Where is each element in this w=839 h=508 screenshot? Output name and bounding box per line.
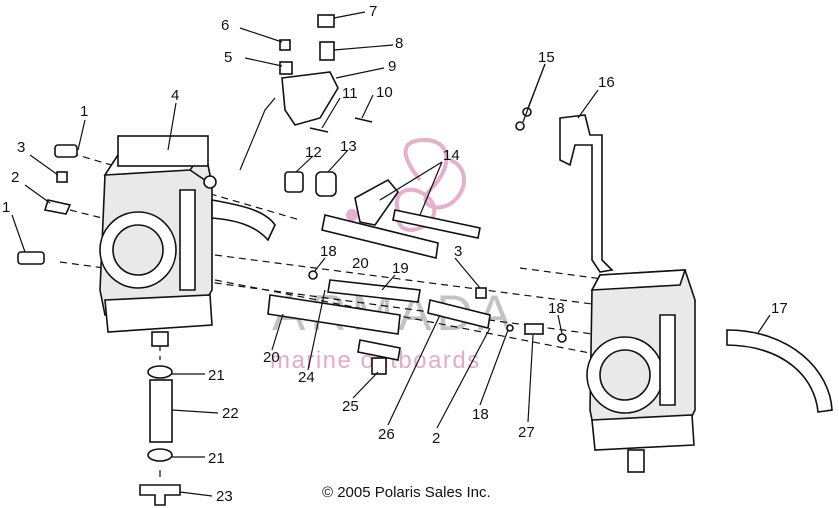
callout-18-right: 18 <box>548 300 565 317</box>
callout-7: 7 <box>369 3 377 20</box>
throttle-linkage <box>354 178 481 239</box>
center-linkage <box>371 287 567 375</box>
callout-17: 17 <box>771 300 788 317</box>
callout-24: 24 <box>298 369 315 386</box>
vent-fittings <box>284 171 337 197</box>
callout-27: 27 <box>518 424 535 441</box>
callout-19: 19 <box>392 260 409 277</box>
callout-13: 13 <box>340 138 357 155</box>
callout-21-upper: 21 <box>208 367 225 384</box>
callouts: 1 4 3 2 1 6 7 5 8 9 11 10 12 13 14 18 20… <box>2 3 788 505</box>
leader-lines <box>11 11 771 497</box>
callout-3-center: 3 <box>454 243 462 260</box>
callout-9: 9 <box>388 58 396 75</box>
fuel-tee-stack <box>139 365 181 506</box>
left-hardware <box>17 144 318 280</box>
watermark: ARMADA marine outboards <box>270 137 511 374</box>
callout-4: 4 <box>171 87 179 104</box>
callout-1-lower: 1 <box>2 199 10 216</box>
callout-22: 22 <box>222 405 239 422</box>
throttle-shafts <box>267 214 439 361</box>
right-carburetor <box>586 269 696 473</box>
callout-8: 8 <box>395 35 403 52</box>
callout-2-center: 2 <box>432 430 440 447</box>
callout-26: 26 <box>378 426 395 443</box>
callout-21-lower: 21 <box>208 450 225 467</box>
callout-25: 25 <box>342 398 359 415</box>
callout-5: 5 <box>224 49 232 66</box>
callout-18-upper: 18 <box>320 243 337 260</box>
callout-2-left: 2 <box>11 169 19 186</box>
callout-10: 10 <box>376 84 393 101</box>
callout-18-lower: 18 <box>472 406 489 423</box>
callout-20-lower: 20 <box>263 349 280 366</box>
callout-11: 11 <box>342 85 358 102</box>
callout-20-upper: 20 <box>352 255 369 272</box>
callout-3-left: 3 <box>17 139 25 156</box>
callout-16: 16 <box>598 74 615 91</box>
copyright-notice: © 2005 Polaris Sales Inc. <box>322 484 491 501</box>
left-carburetor <box>99 135 276 347</box>
choke-cable-bracket <box>515 107 614 273</box>
callout-12: 12 <box>305 144 322 161</box>
callout-14: 14 <box>443 147 460 164</box>
callout-15: 15 <box>538 49 555 66</box>
callout-23: 23 <box>216 488 233 505</box>
callout-1-upper: 1 <box>80 103 88 120</box>
fuel-hose <box>726 329 833 413</box>
callout-6: 6 <box>221 17 229 34</box>
throttle-bracket-assembly <box>239 14 373 171</box>
